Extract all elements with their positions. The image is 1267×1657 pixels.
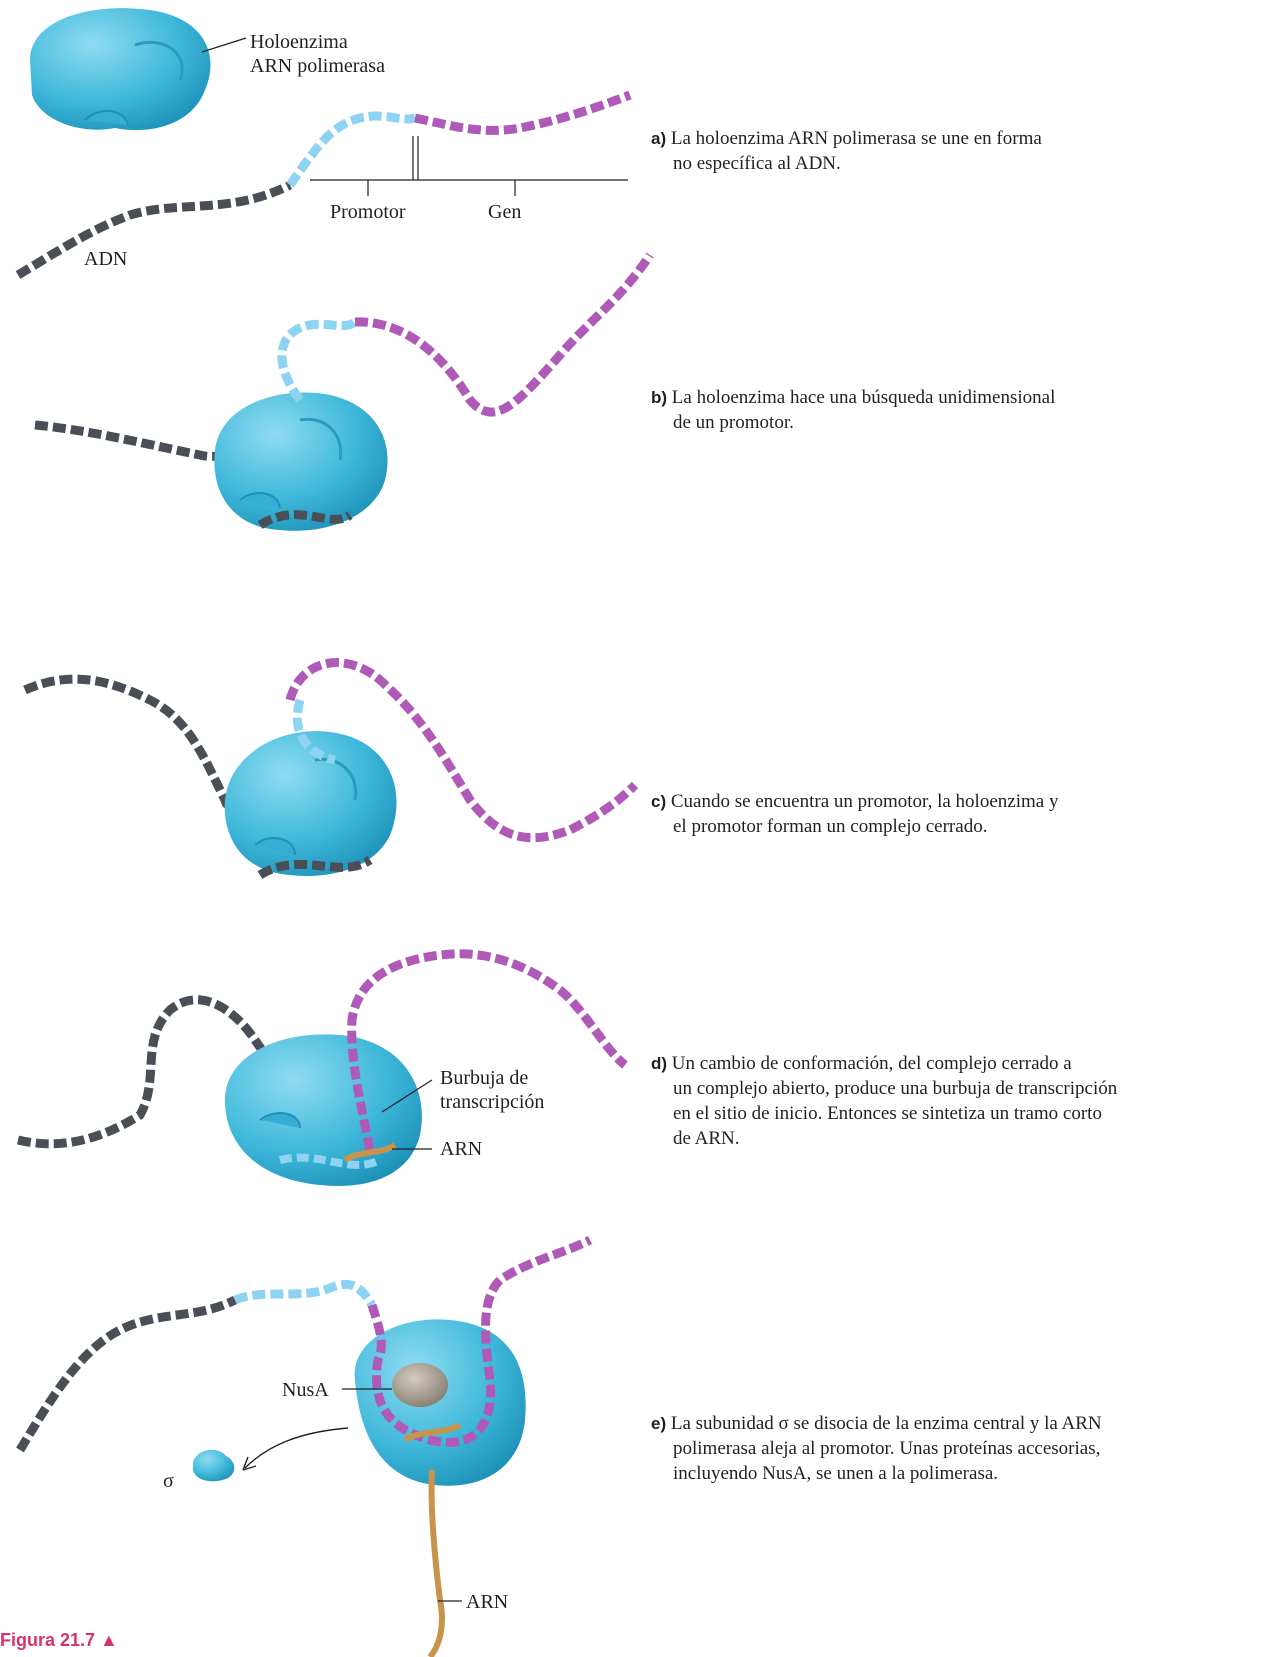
caption-text: La holoenzima ARN polimerasa se une en f… [671, 128, 1042, 149]
caption-text: La subunidad σ se disocia de la enzima c… [671, 1413, 1102, 1434]
holoenzyme-label-2: ARN polimerasa [250, 55, 385, 77]
caption-text: incluyendo NusA, se unen a la polimerasa… [651, 1461, 1263, 1486]
caption-letter: e) [651, 1414, 666, 1433]
promoter-strand-e [235, 1284, 372, 1305]
promoter-label: Promotor [330, 201, 406, 223]
caption-text: Un cambio de conformación, del complejo … [672, 1053, 1072, 1074]
caption-e: e) La subunidad σ se disocia de la enzim… [651, 1411, 1263, 1486]
bubble-label-2: transcripción [440, 1091, 544, 1113]
panel-a: Holoenzima ARN polimerasa Promotor Gen A… [18, 8, 630, 275]
panel-d: Burbuja de transcripción ARN [18, 954, 625, 1186]
promoter-strand-a [290, 116, 415, 185]
gene-strand-b [355, 255, 650, 412]
nusa-shape [392, 1363, 448, 1407]
holoenzyme-shape [214, 392, 387, 530]
bubble-label: Burbuja de [440, 1067, 528, 1089]
caption-c: c) Cuando se encuentra un promotor, la h… [651, 789, 1251, 839]
rna-label-d: ARN [440, 1138, 482, 1160]
caption-text: un complejo abierto, produce una burbuja… [651, 1076, 1263, 1101]
nusa-label: NusA [282, 1379, 329, 1401]
caption-text: de ARN. [651, 1126, 1263, 1151]
caption-letter: c) [651, 792, 666, 811]
holoenzyme-leader [202, 38, 246, 52]
caption-letter: b) [651, 388, 667, 407]
caption-letter: a) [651, 129, 666, 148]
promoter-gene-bracket [310, 136, 628, 196]
panel-b [35, 255, 650, 531]
caption-b: b) La holoenzima hace una búsqueda unidi… [651, 385, 1251, 435]
caption-letter: d) [651, 1054, 667, 1073]
dna-strand-e [20, 1300, 235, 1450]
caption-text: polimerasa aleja al promotor. Unas prote… [651, 1436, 1263, 1461]
caption-text: Cuando se encuentra un promotor, la holo… [671, 791, 1059, 812]
holoenzyme-shape [30, 8, 210, 130]
dissociation-arrow [245, 1428, 348, 1468]
rna-label-e: ARN [466, 1591, 508, 1613]
panel-e: NusA σ ARN [20, 1240, 590, 1657]
gene-label: Gen [488, 201, 521, 223]
caption-d: d) Un cambio de conformación, del comple… [651, 1051, 1263, 1151]
sigma-shape [193, 1450, 234, 1482]
caption-text: de un promotor. [651, 410, 1251, 435]
figure-label: Figura 21.7 ▲ [0, 1630, 118, 1651]
caption-text: en el sitio de inicio. Entonces se sinte… [651, 1101, 1263, 1126]
caption-text: el promotor forman un complejo cerrado. [651, 814, 1251, 839]
caption-a: a) La holoenzima ARN polimerasa se une e… [651, 126, 1251, 176]
caption-text: no específica al ADN. [651, 151, 1251, 176]
caption-text: La holoenzima hace una búsqueda unidimen… [672, 387, 1056, 408]
holoenzyme-label: Holoenzima [250, 31, 348, 53]
sigma-label: σ [163, 1470, 174, 1492]
gene-strand-a [415, 95, 630, 130]
dna-strand-a [18, 185, 290, 275]
panel-c [25, 663, 635, 876]
dna-label: ADN [84, 248, 127, 270]
promoter-strand-b [282, 322, 355, 400]
